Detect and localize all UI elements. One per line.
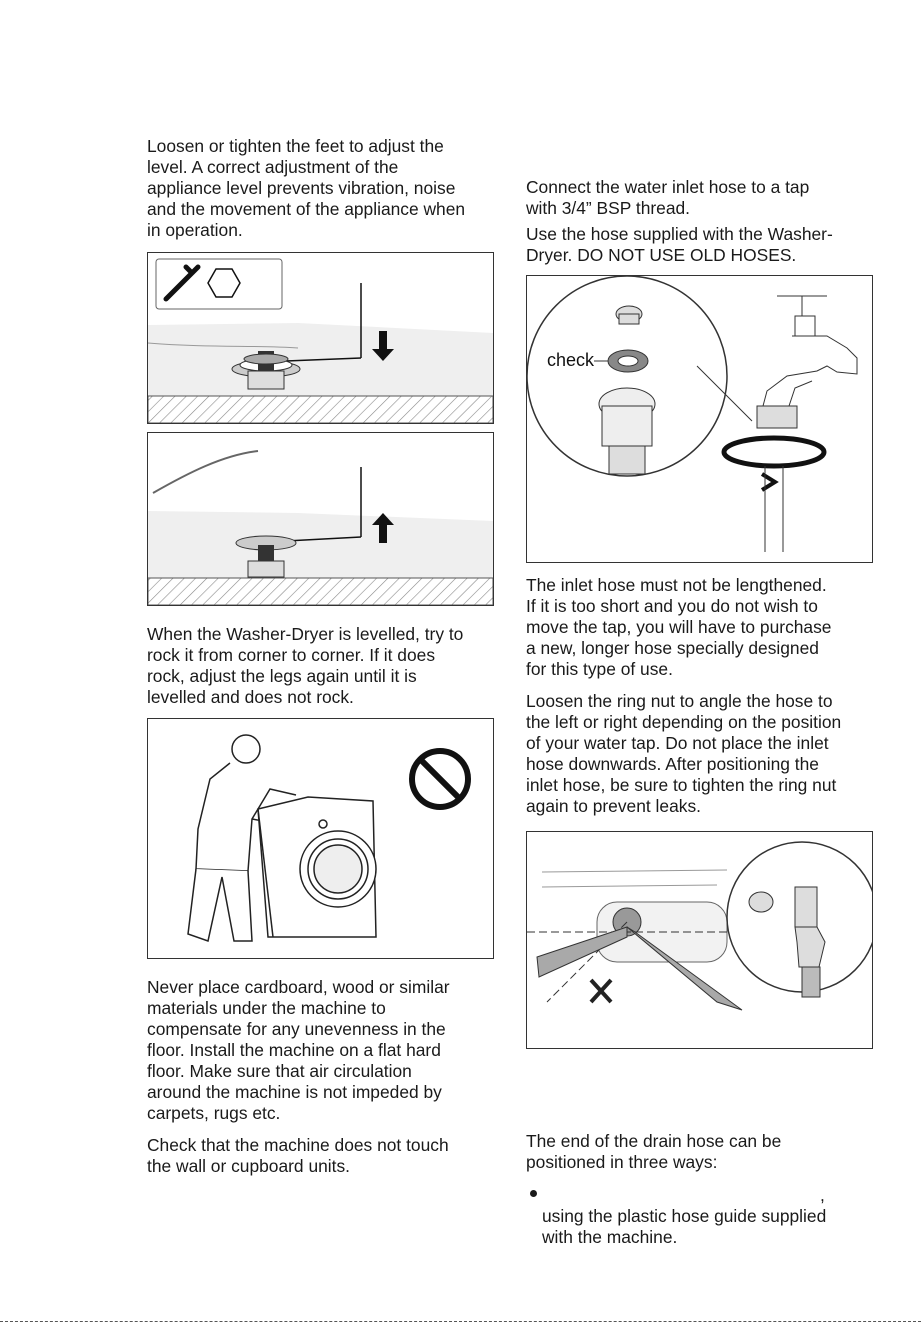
arrow-up-icon [372,513,394,543]
arrow-down-icon [372,331,394,361]
hose-right [626,926,743,1011]
tool-box [155,258,283,310]
filter-illustration [615,305,643,325]
drain-hose-guide-bullet: using the plastic hose guide supplied wi… [542,1206,827,1247]
wrench-icon [163,264,201,302]
rotate-arrow-icon [721,435,827,492]
prohibited-icon [409,748,471,810]
ring-nut-paragraph: Loosen the ring nut to angle the hose to… [526,691,842,816]
wall-contact-paragraph: Check that the machine does not touch th… [147,1135,449,1176]
use-supplied-hose-paragraph: Use the hose supplied with the Washer- D… [526,224,833,265]
washer-dryer-illustration [257,796,377,938]
hose-coupling-illustration [598,387,656,475]
water-tap-illustration [756,295,858,429]
bullet-comma: , [820,1185,825,1205]
hexagon-nut-icon [207,268,241,298]
check-label: check [547,350,595,370]
foot-assembly-raised [235,535,297,578]
detail-circle [527,276,728,477]
rock-test-paragraph: When the Washer-Dryer is levelled, try t… [147,624,464,707]
inlet-hose-tap-figure: check [526,275,873,563]
connect-hose-paragraph: Connect the water inlet hose to a tap wi… [526,177,810,218]
person-illustration [187,734,309,942]
cardboard-warning-paragraph: Never place cardboard, wood or similar m… [147,977,450,1123]
cross-mark-icon [589,978,613,1004]
page-bottom-rule [0,1321,921,1322]
foot-lower-figure [147,252,494,424]
foot-assembly [231,351,301,390]
hose-left [536,926,628,978]
washer-ring-illustration [607,349,649,373]
elbow-connector-illustration [748,886,826,998]
rock-machine-figure [147,718,494,959]
drain-hose-paragraph: The end of the drain hose can be positio… [526,1131,782,1172]
hose-angle-figure [526,831,873,1049]
level-adjust-paragraph: Loosen or tighten the feet to adjust the… [147,136,466,240]
inlet-not-lengthened-paragraph: The inlet hose must not be lengthened. I… [526,575,832,679]
foot-raise-figure [147,432,494,606]
bullet-dot [530,1190,537,1197]
